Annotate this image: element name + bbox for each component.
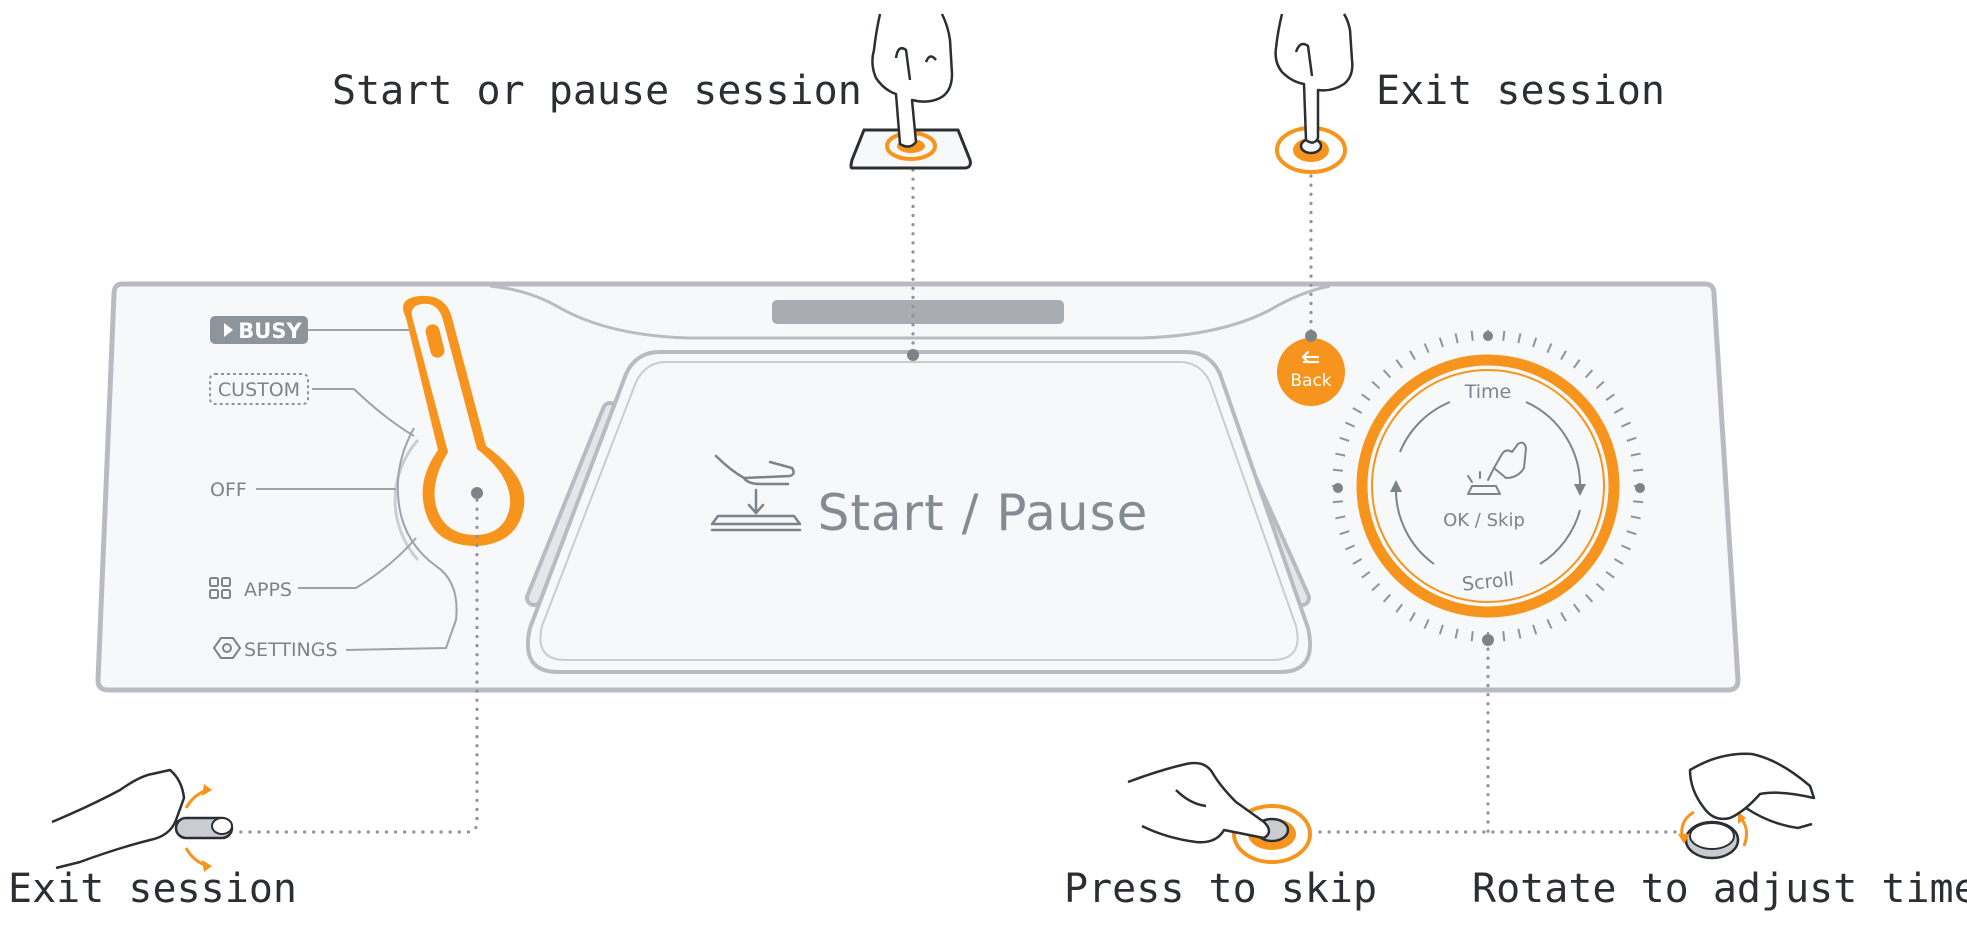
dial-tick bbox=[1395, 359, 1403, 369]
dial-tick bbox=[1626, 436, 1637, 442]
dial-tick bbox=[1352, 558, 1363, 565]
dial-scroll-label: Scroll bbox=[1461, 568, 1515, 595]
dial-tick bbox=[1470, 631, 1474, 642]
mode-settings-label: SETTINGS bbox=[244, 639, 338, 661]
dial-tick bbox=[1595, 380, 1605, 390]
callout-rotate: Rotate to adjust time bbox=[1472, 866, 1967, 912]
touchpad-label: Start / Pause bbox=[818, 484, 1149, 542]
dial-tick bbox=[1620, 421, 1631, 428]
dial-tick bbox=[1633, 500, 1644, 504]
dial-tick bbox=[1335, 452, 1346, 457]
dial-tick bbox=[1620, 544, 1631, 551]
dial-tick bbox=[1454, 333, 1459, 344]
lever-pivot bbox=[471, 487, 483, 499]
dial-tick bbox=[1517, 628, 1522, 639]
dial-tick bbox=[1361, 393, 1371, 401]
press-icon bbox=[1467, 441, 1527, 495]
dial-tick bbox=[1630, 452, 1641, 457]
dial-tick bbox=[1438, 337, 1444, 348]
back-arrow-icon bbox=[1301, 350, 1320, 364]
dial-tick bbox=[1371, 582, 1381, 592]
control-dial[interactable]: Time Scroll OK / Skip bbox=[1332, 330, 1645, 642]
dial-tick bbox=[1613, 558, 1624, 565]
dial-tick bbox=[1395, 603, 1403, 613]
dial-tick bbox=[1613, 407, 1624, 414]
dial-tick bbox=[1423, 343, 1430, 354]
dial-tick bbox=[1454, 628, 1459, 639]
lever-gesture-hand bbox=[51, 768, 234, 872]
dial-ticks bbox=[1332, 330, 1644, 642]
dotted-leaders bbox=[238, 168, 1678, 834]
dial-tick bbox=[1335, 515, 1346, 520]
mode-busy[interactable]: BUSY bbox=[210, 316, 308, 344]
settings-icon bbox=[212, 637, 242, 659]
dial-tick bbox=[1605, 571, 1615, 579]
dial-tick bbox=[1332, 468, 1343, 472]
dial-tick bbox=[1409, 611, 1416, 622]
back-button-label: Back bbox=[1290, 371, 1331, 391]
rotate-gesture-hand bbox=[1678, 752, 1816, 860]
tap-icon bbox=[710, 454, 802, 532]
apps-icon bbox=[209, 577, 231, 599]
dial-tick bbox=[1470, 330, 1474, 341]
dial-tick bbox=[1584, 369, 1594, 379]
dial-tick bbox=[1546, 618, 1553, 629]
dial-tick bbox=[1595, 582, 1605, 592]
dial-tick bbox=[1626, 530, 1637, 536]
press-gesture-hand bbox=[1127, 761, 1312, 864]
dial-tick bbox=[1371, 380, 1381, 390]
dial-tick bbox=[1345, 421, 1356, 428]
mode-off-label: OFF bbox=[210, 479, 247, 501]
mode-apps[interactable]: APPS bbox=[209, 577, 292, 601]
dial-tick bbox=[1438, 624, 1444, 635]
dial-time-label: Time bbox=[1464, 381, 1512, 403]
dial-tick bbox=[1546, 343, 1553, 354]
dial-tick bbox=[1423, 618, 1430, 629]
dial-tick bbox=[1560, 611, 1567, 622]
callout-exit-session-bottom: Exit session bbox=[8, 866, 297, 912]
dial-tick bbox=[1352, 407, 1363, 414]
dial-tick bbox=[1630, 515, 1641, 520]
back-gesture-hand bbox=[1274, 13, 1354, 174]
mode-custom[interactable]: CUSTOM bbox=[209, 373, 309, 405]
dial-tick bbox=[1560, 350, 1567, 361]
dial-tick bbox=[1502, 330, 1506, 341]
dial-tick bbox=[1573, 359, 1581, 369]
mode-apps-label: APPS bbox=[244, 579, 292, 601]
callout-exit-session-top: Exit session bbox=[1376, 68, 1665, 114]
dial-tick bbox=[1517, 333, 1522, 344]
dial-tick bbox=[1532, 624, 1538, 635]
mode-off[interactable]: OFF bbox=[210, 479, 247, 501]
display-slot bbox=[772, 300, 1064, 324]
dial-tick bbox=[1573, 603, 1581, 613]
dial-tick bbox=[1633, 468, 1644, 472]
dial-ok-skip-label: OK / Skip bbox=[1443, 510, 1525, 531]
dial-tick bbox=[1502, 631, 1506, 642]
dial-tick bbox=[1584, 593, 1594, 603]
mode-lever[interactable] bbox=[403, 295, 525, 546]
mode-custom-label: CUSTOM bbox=[218, 379, 300, 401]
dial-tick bbox=[1345, 544, 1356, 551]
touchpad[interactable]: Start / Pause bbox=[525, 350, 1313, 674]
mode-settings[interactable]: SETTINGS bbox=[212, 637, 338, 661]
dial-tick bbox=[1605, 393, 1615, 401]
dial-tick bbox=[1532, 337, 1538, 348]
dial-tick bbox=[1339, 530, 1350, 536]
dial-tick bbox=[1332, 500, 1343, 504]
dial-tick bbox=[1382, 369, 1392, 379]
mode-selector: BUSY CUSTOM OFF APPS SETTINGS bbox=[209, 295, 525, 661]
callout-start-pause: Start or pause session bbox=[332, 68, 862, 114]
mode-busy-label: BUSY bbox=[238, 319, 302, 343]
dial-tick bbox=[1409, 350, 1416, 361]
back-button[interactable]: Back bbox=[1277, 338, 1345, 406]
dial-tick bbox=[1339, 436, 1350, 442]
dial-tick bbox=[1382, 593, 1392, 603]
dial-tick bbox=[1361, 571, 1371, 579]
tap-gesture-hand bbox=[849, 13, 972, 170]
callout-press-skip: Press to skip bbox=[1064, 866, 1377, 912]
